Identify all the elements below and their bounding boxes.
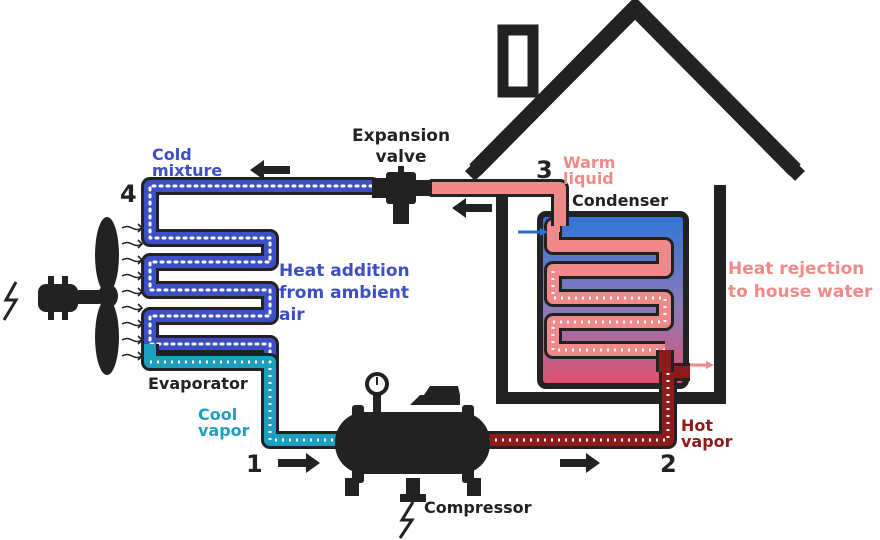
warm-liquid-label: Warm liquid: [563, 153, 616, 188]
arrow-right-icon: [278, 453, 320, 473]
hot-vapor-label: Hot vapor: [681, 416, 733, 451]
power-bolt-icon: [398, 501, 415, 539]
compressor: [335, 372, 490, 502]
arrow-left-icon: [452, 198, 492, 218]
house-roof: [465, 0, 805, 181]
heat-rejection-label: Heat rejection to house water: [728, 259, 873, 302]
water-inlet-arrow-icon: [518, 228, 548, 236]
expansion-valve-label: Expansion valve: [352, 126, 451, 167]
warm-liquid-line: [430, 179, 569, 226]
cool-vapor-label: Cool vapor: [198, 405, 250, 440]
arrow-left-icon: [250, 160, 290, 180]
water-outlet-arrow-icon: [690, 361, 714, 369]
condenser-coil: [544, 217, 674, 372]
expansion-valve: [372, 166, 432, 224]
point-3-label: 3: [536, 156, 553, 184]
point-4-label: 4: [120, 180, 137, 208]
compressor-label: Compressor: [424, 498, 532, 517]
cold-mixture-label: Cold mixture: [152, 145, 223, 180]
hot-vapor-line: [488, 363, 690, 449]
condenser-label: Condenser: [572, 191, 669, 210]
airflow-arrows: [121, 223, 144, 361]
heat-addition-label: Heat addition from ambient air: [279, 261, 410, 326]
flow-arrows: [250, 160, 600, 473]
arrow-right-icon: [560, 453, 600, 473]
fan-icon: [38, 217, 119, 375]
cool-vapor-line: [141, 344, 345, 449]
point-2-label: 2: [660, 450, 677, 478]
point-1-label: 1: [246, 450, 263, 478]
fan-power-bolt-icon: [2, 281, 19, 321]
evaporator-label: Evaporator: [148, 374, 248, 393]
